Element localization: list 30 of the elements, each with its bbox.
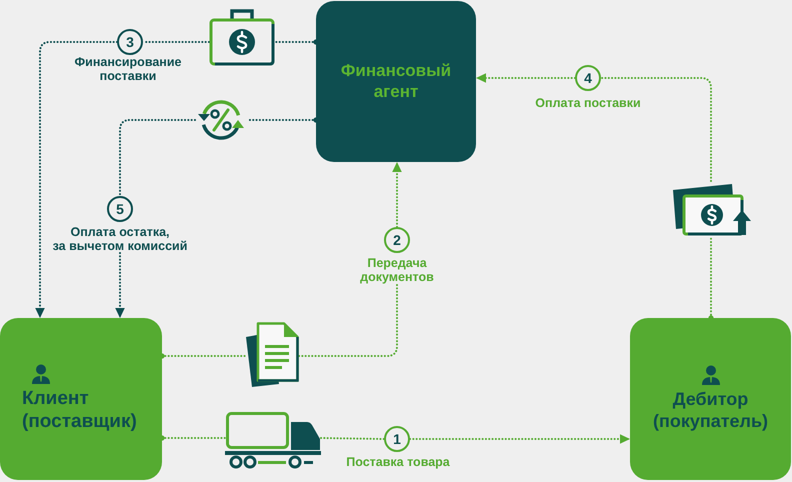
step-label: Оплата остатка, за вычетом комиссий (52, 225, 188, 253)
step-label: Поставка товара (345, 455, 451, 469)
node-title: Финансовый агент (340, 61, 452, 102)
dotted-line (708, 236, 714, 321)
dotted-arrow (475, 73, 576, 83)
dotted-line (600, 77, 712, 182)
numbered-circle: 2 (384, 227, 410, 253)
node-title: Клиент (поставщик) (22, 388, 138, 434)
dotted-line (320, 437, 385, 440)
step-label: Оплата поставки (534, 96, 642, 110)
numbered-circle: 3 (117, 29, 143, 55)
truck-icon (225, 411, 321, 469)
dotted-arrow (115, 252, 125, 319)
documents-icon (245, 322, 299, 388)
dotted-line (298, 283, 398, 357)
dotted-arrow (392, 161, 402, 228)
numbered-circle: 1 (384, 426, 410, 452)
node-title: Дебитор (покупатель) (652, 389, 770, 433)
numbered-circle: 5 (107, 196, 133, 222)
cash-bills-icon (672, 181, 754, 237)
dotted-line (119, 119, 196, 197)
dotted-arrow (35, 41, 118, 319)
rounded-box (316, 1, 476, 162)
numbered-circle: 4 (575, 65, 601, 91)
step-label: Передача документов (359, 256, 435, 284)
rounded-box (0, 318, 162, 480)
dotted-arrow (409, 434, 631, 444)
briefcase-icon (209, 8, 275, 66)
rounded-box (630, 318, 791, 480)
step-label: Финансирование поставки (74, 55, 182, 83)
